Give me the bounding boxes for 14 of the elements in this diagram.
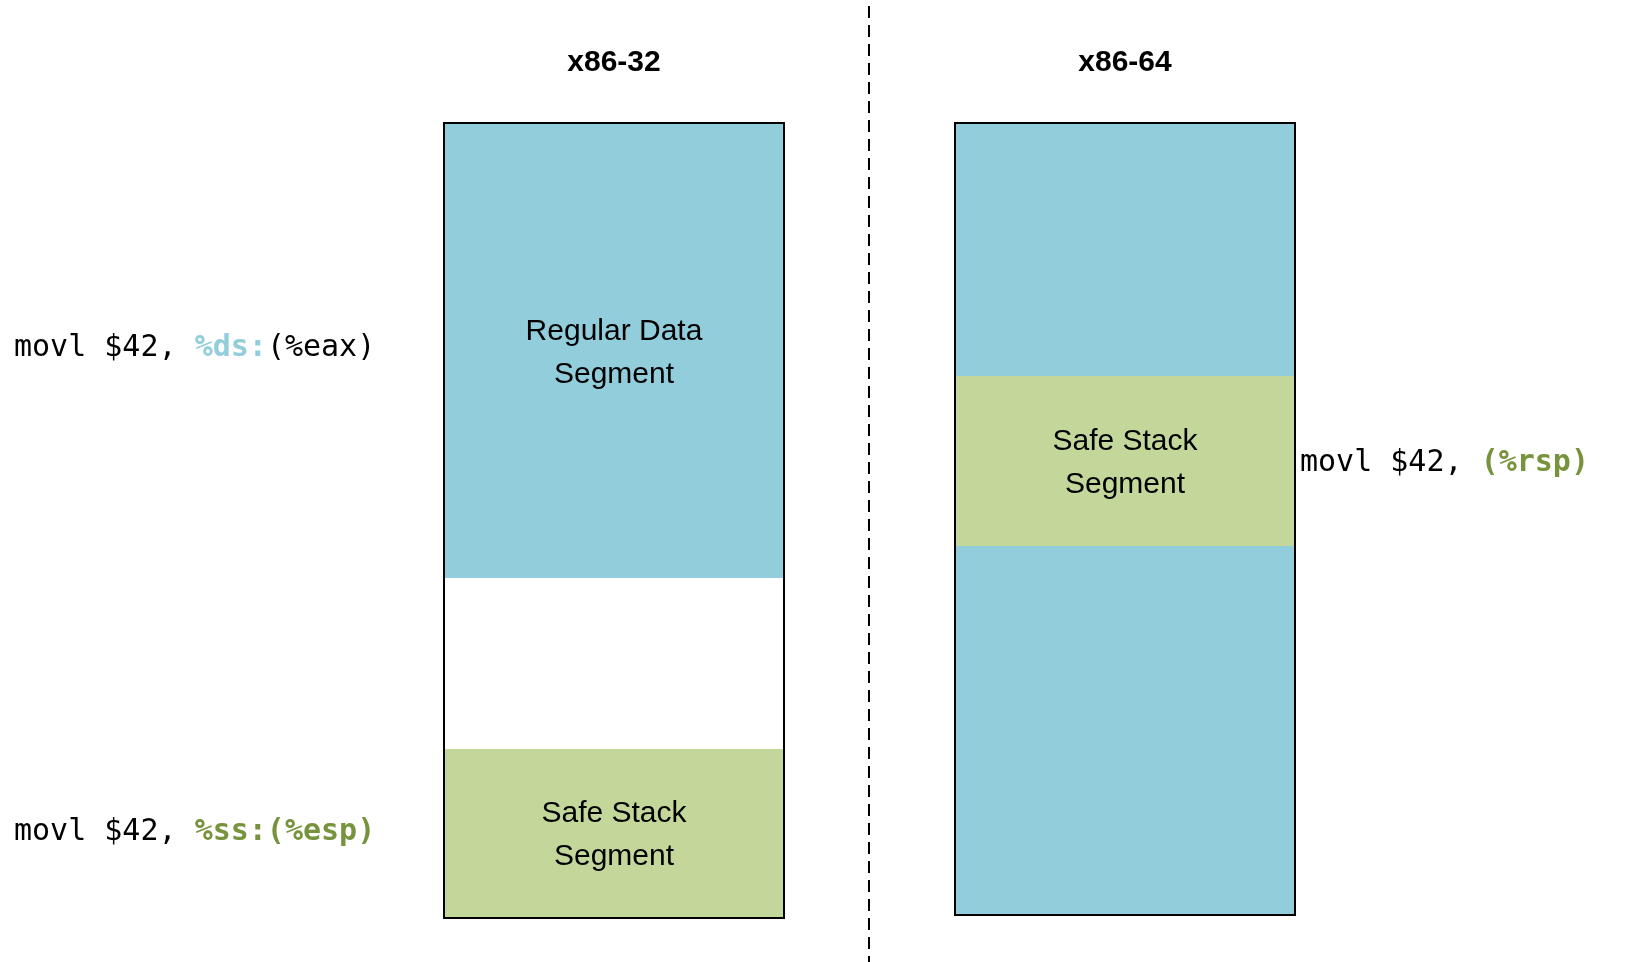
assembly-instruction: movl $42, (%rsp) xyxy=(1300,443,1589,478)
segment-label: Regular Data Segment xyxy=(524,311,704,391)
memory-segment xyxy=(443,578,785,751)
column-heading: x86-64 xyxy=(1077,44,1173,78)
assembly-instruction: movl $42, %ss:(%esp) xyxy=(14,812,376,847)
memory-segment xyxy=(954,376,1296,548)
segment-label: Safe Stack Segment xyxy=(1051,421,1199,501)
memory-segment xyxy=(954,122,1296,378)
memory-segment xyxy=(443,749,785,919)
assembly-instruction: movl $42, %ds:(%eax) xyxy=(14,328,376,363)
memory-segment xyxy=(443,122,785,580)
segment-label: Safe Stack Segment xyxy=(540,793,688,873)
memory-segment xyxy=(954,546,1296,916)
column-heading: x86-32 xyxy=(566,44,662,78)
